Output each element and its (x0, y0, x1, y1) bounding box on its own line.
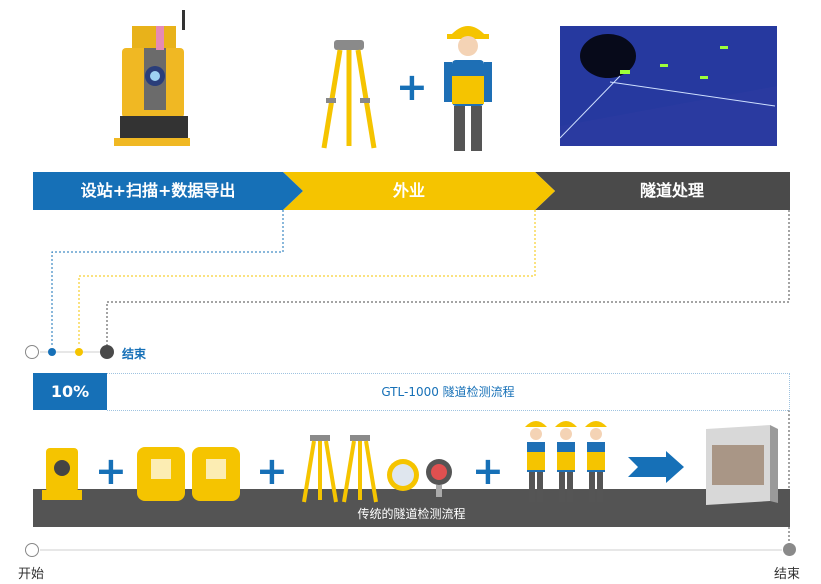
instrument-case-icon (137, 447, 185, 501)
stage2-marker (75, 348, 83, 356)
stage2-label: 外业 (392, 181, 425, 200)
workers-group-icon (525, 421, 607, 502)
target-icon (426, 459, 452, 497)
process-arrow-bar (33, 172, 790, 210)
software-box-icon (706, 425, 778, 505)
timeline-end-label: 结束 (774, 567, 801, 582)
instrument-icon (42, 448, 82, 500)
arrow-right-icon (628, 451, 684, 483)
plus-icon: + (256, 449, 288, 493)
stage1-marker (48, 348, 56, 356)
stage2-segment (283, 172, 555, 210)
stage1-label: 设站+扫描+数据导出 (80, 181, 236, 200)
plus-icon: + (95, 449, 127, 493)
tripod-icon (302, 435, 338, 503)
total-station-scanner-image (114, 10, 190, 146)
stage3-segment (535, 172, 790, 210)
stage3-label: 隧道处理 (639, 181, 704, 200)
prism-icon (387, 459, 419, 491)
timeline-start-label: 开始 (18, 567, 45, 582)
stage1-segment (33, 172, 303, 210)
plus-icon: + (396, 65, 428, 109)
percent-badge: 10% (33, 373, 107, 410)
traditional-flow-title: 传统的隧道检测流程 (357, 507, 466, 521)
tunnel-point-cloud-image (560, 26, 777, 146)
worker-figure-image (444, 26, 492, 151)
tripod-image (321, 40, 377, 149)
stage3-marker (100, 345, 114, 359)
timeline-end-marker (783, 543, 796, 556)
timeline-start-marker (25, 543, 39, 557)
instrument-case-icon (192, 447, 240, 501)
new-flow-end-label: 结束 (122, 347, 147, 361)
gtl-flow-title: GTL-1000 隧道检测流程 (107, 373, 790, 411)
plus-icon: + (472, 449, 504, 493)
start-marker (25, 345, 39, 359)
tripod-icon (342, 435, 378, 503)
